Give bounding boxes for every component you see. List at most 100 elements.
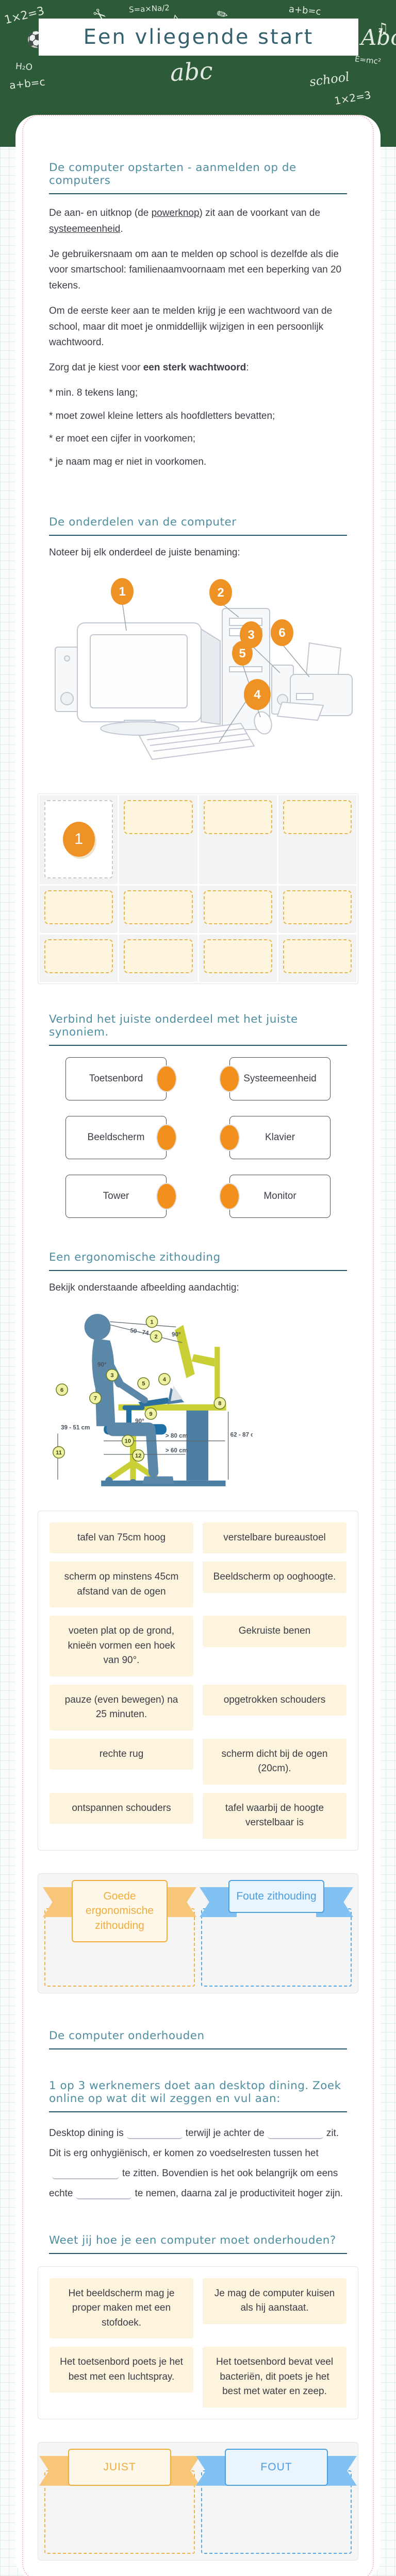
- ergonomics-illustration: 50 - 74 cm 62 - 87 cm 39 - 51 cm > 80 cm…: [53, 1314, 259, 1486]
- section-heading: De computer onderhouden: [49, 2029, 347, 2049]
- fill-blank[interactable]: [126, 2128, 183, 2139]
- section-opstarten: De computer opstarten - aanmelden op de …: [49, 161, 347, 470]
- grid-cell: [199, 885, 277, 933]
- match-item-systeemeenheid[interactable]: Systeemeenheid: [219, 1057, 331, 1100]
- paragraph: De aan- en uitknop (de powerknop) zit aa…: [49, 208, 321, 234]
- angle-label: 90°: [97, 1362, 107, 1368]
- draggable-statement[interactable]: Beeldscherm op ooghoogte.: [203, 1562, 346, 1593]
- grid-cell: [119, 934, 197, 982]
- svg-text:6: 6: [60, 1387, 63, 1393]
- draggable-statement[interactable]: rechte rug: [50, 1738, 193, 1770]
- draggable-statement[interactable]: tafel van 75cm hoog: [50, 1522, 193, 1554]
- svg-text:3: 3: [110, 1372, 113, 1379]
- password-rule: * er moet een cijfer in voorkomen;: [49, 433, 196, 445]
- svg-text:7: 7: [94, 1396, 97, 1402]
- section-ergonomie: Een ergonomische zithouding Bekijk onder…: [38, 1251, 358, 1993]
- draggable-statement[interactable]: scherm dicht bij de ogen (20cm).: [203, 1738, 346, 1785]
- draggable-statement[interactable]: tafel waarbij de hoogte verstelbaar is: [203, 1792, 346, 1839]
- draggable-statement[interactable]: verstelbare bureaustoel: [203, 1522, 346, 1554]
- draggable-number-chip[interactable]: 1: [62, 821, 95, 857]
- connector-dot[interactable]: [156, 1124, 177, 1151]
- ergonomics-figure: 50 - 74 cm 62 - 87 cm 39 - 51 cm > 80 cm…: [49, 1305, 347, 1493]
- foute-zithouding-drop-area[interactable]: [201, 1908, 352, 1987]
- svg-text:11: 11: [56, 1450, 62, 1456]
- goede-zithouding-banner: Goede ergonomische zithouding: [43, 1879, 196, 1942]
- match-item-toetsenbord[interactable]: Toetsenbord: [65, 1057, 177, 1100]
- match-row: Tower Monitor: [49, 1174, 347, 1218]
- paragraph: Je gebruikersnaam om aan te melden op sc…: [49, 248, 342, 292]
- callout-6: 6: [278, 626, 285, 640]
- connector-dot[interactable]: [219, 1182, 240, 1210]
- svg-text:5: 5: [142, 1381, 145, 1387]
- answer-slot[interactable]: [124, 939, 193, 973]
- draggable-statement[interactable]: Het toetsenbord bevat veel bacteriën, di…: [203, 2347, 346, 2408]
- svg-text:9: 9: [149, 1411, 152, 1417]
- page-title: Een vliegende start: [83, 25, 314, 49]
- answer-slot[interactable]: [283, 939, 352, 973]
- music-note-icon: ♫: [376, 21, 389, 36]
- answer-slot[interactable]: [203, 800, 272, 834]
- grid-cell: 1: [40, 795, 118, 884]
- fill-blank[interactable]: [52, 2168, 119, 2179]
- computer-parts-illustration: 1 2 3 6 5 4: [55, 578, 353, 760]
- draggable-statement[interactable]: opgetrokken schouders: [203, 1684, 346, 1716]
- fill-blank[interactable]: [76, 2188, 132, 2199]
- seat-height-label: 39 - 51 cm: [61, 1424, 90, 1431]
- answer-slot[interactable]: [124, 890, 193, 924]
- answer-slot[interactable]: [44, 939, 113, 973]
- answer-slot[interactable]: [203, 890, 272, 924]
- placed-answer-slot[interactable]: 1: [44, 800, 113, 878]
- grid-cell: [199, 795, 277, 884]
- section-heading: De onderdelen van de computer: [49, 516, 347, 536]
- svg-text:1: 1: [150, 1319, 153, 1325]
- desk-height-label: 62 - 87 cm: [230, 1432, 253, 1438]
- match-item-klavier[interactable]: Klavier: [219, 1115, 331, 1159]
- draggable-statement[interactable]: Het toetsenbord poets je het best met ee…: [50, 2347, 193, 2393]
- password-rule: * moet zowel kleine letters als hoofdlet…: [49, 410, 275, 421]
- desktop-dining-heading: 1 op 3 werknemers doet aan desktop dinin…: [49, 2079, 347, 2112]
- instruction: Bekijk onderstaande afbeelding aandachti…: [49, 1282, 239, 1293]
- legroom-depth-label: > 80 cm: [166, 1433, 188, 1439]
- fill-blank[interactable]: [267, 2128, 323, 2139]
- zone-juist: JUIST: [39, 2448, 200, 2554]
- worksheet-card-inner: De computer opstarten - aanmelden op de …: [22, 115, 374, 2576]
- answer-slot[interactable]: [124, 800, 193, 834]
- connector-dot[interactable]: [219, 1065, 240, 1092]
- match-item-monitor[interactable]: Monitor: [219, 1174, 331, 1218]
- connector-dot[interactable]: [156, 1065, 177, 1092]
- draggable-statement[interactable]: scherm op minstens 45cm afstand van de o…: [50, 1562, 193, 1608]
- answer-slot[interactable]: [44, 890, 113, 924]
- draggable-statement[interactable]: pauze (even bewegen) na 25 minuten.: [50, 1684, 193, 1731]
- draggable-statement[interactable]: Het beeldscherm mag je proper maken met …: [50, 2278, 193, 2339]
- zithouding-drop-zones: Goede ergonomische zithouding Foute zith…: [38, 1873, 358, 1993]
- draggable-statement[interactable]: Je mag de computer kuisen als hij aansta…: [203, 2278, 346, 2324]
- chalk-formula: 1×2=3: [333, 88, 372, 108]
- chalk-school: school: [308, 69, 351, 90]
- parts-callouts: 1 2 3 6 5 4: [111, 578, 293, 710]
- chalk-formula: a+b=c: [8, 75, 46, 92]
- svg-text:12: 12: [135, 1453, 141, 1459]
- callout-4: 4: [254, 688, 261, 702]
- legroom-width-label: > 60 cm: [166, 1447, 188, 1454]
- paragraph: Zorg dat je kiest voor een sterk wachtwo…: [49, 362, 249, 374]
- chalk-formula: E=mc²: [354, 54, 382, 66]
- match-item-beeldscherm[interactable]: Beeldscherm: [65, 1115, 177, 1159]
- draggable-statement[interactable]: voeten plat op de grond, knieën vormen e…: [50, 1616, 193, 1676]
- grid-cell: [199, 934, 277, 982]
- draggable-statement[interactable]: Gekruiste benen: [203, 1616, 346, 1647]
- grid-cell: [278, 885, 356, 933]
- answer-slot[interactable]: [283, 800, 352, 834]
- draggable-statement[interactable]: ontspannen schouders: [50, 1792, 193, 1824]
- answer-slot[interactable]: [283, 890, 352, 924]
- connector-dot[interactable]: [156, 1182, 177, 1210]
- connector-dot[interactable]: [219, 1124, 240, 1151]
- chalk-formula: H₂O: [15, 61, 33, 73]
- match-item-tower[interactable]: Tower: [65, 1174, 177, 1218]
- chalk-formula: a+b=c: [288, 4, 322, 18]
- instruction: Noteer bij elk onderdeel de juiste benam…: [49, 547, 240, 558]
- zone-foute-zithouding: Foute zithouding: [200, 1879, 353, 1987]
- answer-slot[interactable]: [203, 939, 272, 973]
- angle-label: 90°: [135, 1418, 144, 1425]
- callout-2: 2: [217, 586, 224, 600]
- juist-fout-drop-zones: JUIST FOUT: [38, 2442, 358, 2561]
